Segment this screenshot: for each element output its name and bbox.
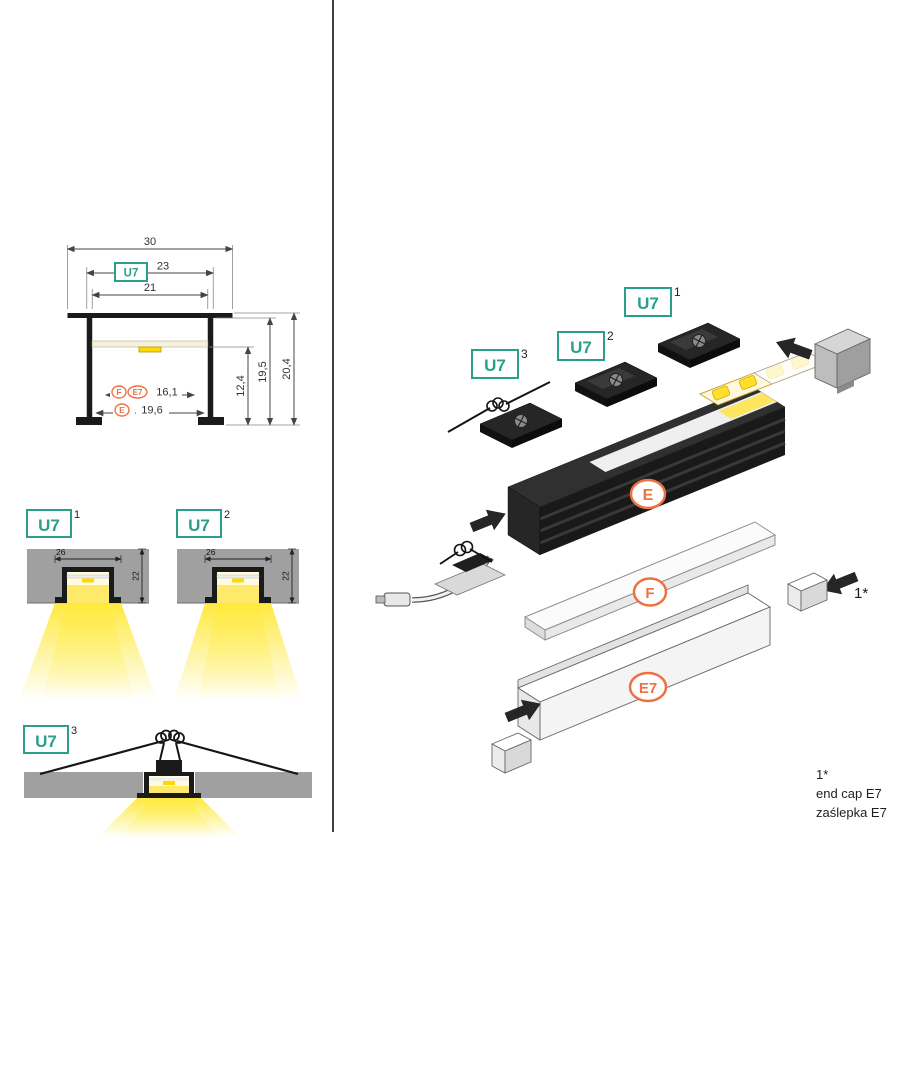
recessed-profile <box>137 760 201 798</box>
endcap-e-right <box>813 328 872 394</box>
tag-f: F <box>116 387 121 397</box>
variant-3-diagram: U7 3 <box>23 725 312 837</box>
footnote-marker: 1* <box>816 767 829 782</box>
ceiling-right <box>195 772 312 798</box>
dim-heights: 12,4 19,5 20,4 <box>209 312 300 426</box>
led-strip <box>232 578 244 583</box>
variant-1-tag: U7 <box>38 516 60 535</box>
footnote-line2: zaślepka E7 <box>816 804 887 820</box>
tag-e: E <box>119 405 125 415</box>
label-e7: E7 <box>639 680 657 697</box>
dim-12-4: 12,4 <box>235 375 247 396</box>
light-cone-inner <box>198 603 280 700</box>
tag-f-circle <box>111 385 127 399</box>
cross-section-drawing: 30 U7 23 21 12,4 19,5 <box>66 236 300 426</box>
led-strip <box>163 781 175 785</box>
svg-text:U7: U7 <box>570 338 592 357</box>
led-strip-part <box>698 351 828 406</box>
ceiling-left <box>24 772 143 798</box>
dim-width-total: 30 <box>66 236 234 309</box>
column-divider <box>332 0 334 832</box>
endcap-e7-right <box>786 572 829 612</box>
arrow-endcap-e7-right <box>822 571 859 595</box>
exploded-tag-v3: U7 3 <box>471 347 528 379</box>
exploded-assembly-view: E7 F 1* <box>375 285 872 774</box>
light-cone-inner <box>122 798 216 837</box>
part-e-profile: E <box>507 386 786 556</box>
variant-2-dims: 26 22 <box>204 547 296 604</box>
led-plate <box>91 340 209 348</box>
recessed-profile <box>55 567 121 603</box>
cable-plug <box>383 592 411 607</box>
variant-2-diagram: U7 2 26 22 <box>174 509 302 700</box>
u7-tag: U7 <box>124 268 139 280</box>
dim-26: 26 <box>206 547 216 557</box>
dim-19-5: 19,5 <box>257 361 269 382</box>
arrow-endcap-e7-left <box>504 699 541 723</box>
label-e: E <box>643 487 654 504</box>
dim-16-1: 16,1 <box>156 387 177 399</box>
dim-22: 22 <box>131 571 141 581</box>
variant-1-sup: 1 <box>74 509 80 521</box>
variant-1-tag-box <box>26 509 72 538</box>
tag-e7: E7 <box>133 388 143 397</box>
variant-2-tag-box <box>176 509 222 538</box>
svg-text:2: 2 <box>607 329 614 343</box>
tag-e-circle <box>114 403 130 417</box>
part-f-diffuser: F <box>523 521 777 641</box>
dim-22: 22 <box>281 571 291 581</box>
svg-text:1: 1 <box>674 285 681 299</box>
svg-text:U7: U7 <box>484 356 506 375</box>
variant-1-dims: 26 22 <box>54 547 146 604</box>
profile-cross-section <box>67 313 233 425</box>
profile-top-led-glow <box>718 393 776 419</box>
spring-coils <box>447 381 551 433</box>
arrow-profile-left <box>469 509 506 533</box>
dim-20-4: 20,4 <box>281 358 293 379</box>
spring-clips <box>39 729 299 776</box>
exploded-tag-v2: U7 2 <box>557 329 614 361</box>
svg-text:U7: U7 <box>637 294 659 313</box>
endcap-marker: 1* <box>854 585 868 602</box>
dim-23: 23 <box>157 261 169 273</box>
recessed-profile <box>205 567 271 603</box>
part-e7-channel: E7 <box>517 584 771 741</box>
variant-3-tag: U7 <box>35 732 57 751</box>
bracket-u7-2 <box>574 361 658 407</box>
endcap-e7-left <box>490 732 533 774</box>
exploded-tag-v1: U7 1 <box>624 285 681 317</box>
tag-e7-circle <box>127 385 148 399</box>
label-f: F <box>645 585 654 602</box>
dim-21: 21 <box>144 282 156 294</box>
dim-width-profile: U7 23 <box>85 261 215 309</box>
led-strip <box>138 346 162 353</box>
dim-grooves: F E7 16,1 E 19,6 <box>95 385 205 417</box>
dim-width-inner: 21 <box>91 282 209 309</box>
variant-2-tag: U7 <box>188 516 210 535</box>
label-e7-circle <box>628 671 668 703</box>
svg-text:3: 3 <box>521 347 528 361</box>
variant-1-diagram: U7 1 26 22 <box>22 509 157 700</box>
mount-base-left <box>434 540 506 596</box>
bracket-u7-1 <box>657 322 741 368</box>
u7-tag-box <box>114 262 148 282</box>
bracket-u7-3 <box>447 381 563 448</box>
dim-26: 26 <box>56 547 66 557</box>
footnote-line1: end cap E7 <box>816 785 882 801</box>
variant-3-sup: 3 <box>71 725 77 737</box>
footnote: 1* end cap E7 zaślepka E7 <box>816 766 887 823</box>
light-cone-inner <box>42 603 134 700</box>
arrow-endcap-e-right <box>776 337 813 360</box>
dim-30: 30 <box>144 236 156 248</box>
label-f-circle <box>632 577 668 607</box>
variant-3-tag-box <box>23 725 69 754</box>
label-e-circle <box>629 478 667 510</box>
dim-19-6: 19,6 <box>141 405 162 417</box>
variant-2-sup: 2 <box>224 509 230 521</box>
led-strip <box>82 578 94 583</box>
